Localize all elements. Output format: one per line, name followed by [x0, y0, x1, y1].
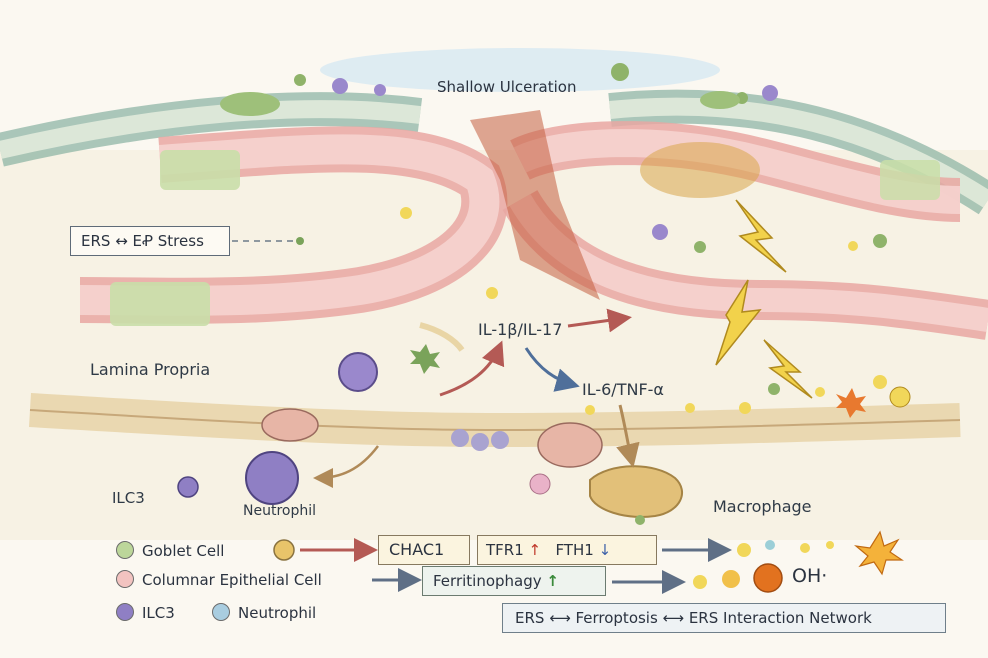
lightning-bolt: [735, 199, 787, 273]
goblet-dot-icon: [273, 539, 295, 561]
goblet-cell-cluster-left: [160, 150, 240, 190]
tfr1-fth1-box: TFR1 ↑ FTH1 ↓: [477, 535, 657, 565]
ferritinophagy-label: Ferritinophagy: [433, 572, 542, 590]
hydroxyl-radical-label: OH·: [792, 565, 828, 587]
goblet-cell-cluster-right: [880, 160, 940, 200]
macrophage-cell: [589, 465, 684, 518]
up-arrow-icon: ↑: [546, 572, 559, 590]
columnar-cell-icon: [116, 570, 134, 588]
goblet-cell-icon: [116, 541, 134, 559]
ilc3-cell-icon: [116, 603, 134, 621]
il6-tnf-label: IL-6/TNF-α: [582, 380, 664, 399]
fth1-label: FTH1: [555, 541, 594, 559]
arrow-il1-to-il6: [524, 347, 580, 392]
submucosal-band: [29, 393, 961, 448]
legend-neutrophil: Neutrophil: [212, 603, 316, 622]
neutrophil-cell-icon: [212, 603, 230, 621]
diagram-title: Shallow Ulceration: [437, 78, 577, 96]
ulcer-damage: [470, 110, 600, 300]
legend-ilc3: ILC3: [116, 603, 175, 622]
arrow-il1-to-right: [567, 308, 632, 333]
macrophage-label: Macrophage: [713, 497, 812, 516]
legend-goblet: Goblet Cell: [116, 541, 224, 560]
goblet-cell-cluster-lower: [110, 282, 210, 326]
chac1-box: CHAC1: [378, 535, 470, 565]
ilc3-cell: [338, 352, 378, 392]
interaction-network-box: ERS ⟷ Ferroptosis ⟷ ERS Interaction Netw…: [502, 603, 946, 633]
neutrophil-label: Neutrophil: [243, 503, 317, 519]
arrow-il6-to-macrophage: [616, 404, 640, 468]
star-burst: [410, 344, 440, 374]
arrow-neutrophil: [313, 445, 379, 488]
ferritinophagy-box: Ferritinophagy ↑: [422, 566, 606, 596]
damaged-tissue-patch: [640, 142, 760, 198]
down-arrow-icon: ↓: [598, 541, 612, 559]
neutrophil-cell: [537, 422, 603, 468]
up-arrow-icon: ↑: [528, 541, 542, 559]
tfr1-label: TFR1: [486, 541, 524, 559]
lightning-bolt: [763, 339, 813, 399]
arrow-to-il1: [439, 340, 505, 397]
ilc3-cell-large: [245, 451, 299, 505]
arrow-from-box: [419, 322, 465, 352]
legend-columnar: Columnar Epithelial Cell: [116, 570, 322, 589]
lightning-bolt: [715, 279, 762, 366]
lamina-propria-label: Lamina Propria: [90, 360, 211, 379]
scattered-particles: [220, 63, 911, 525]
iron-particles: [693, 540, 834, 593]
ers-stress-box: ERS ↔ EꝒ Stress: [70, 226, 230, 256]
burst-icon: [853, 530, 904, 576]
il1-il17-label: IL-1β/IL-17: [478, 320, 563, 339]
ilc3-label: ILC3: [112, 489, 145, 507]
